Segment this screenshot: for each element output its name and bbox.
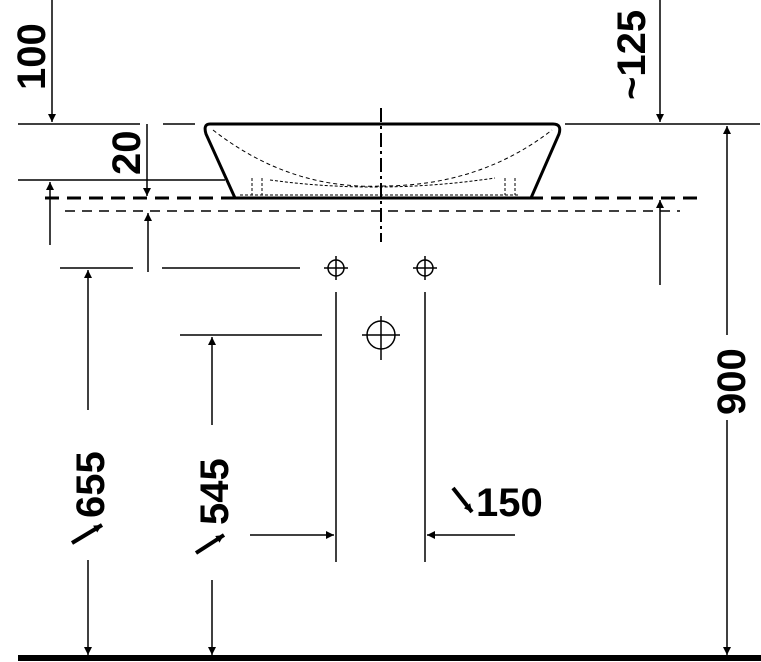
tap-connection-left — [324, 256, 348, 280]
dim-total-height: 900 — [710, 348, 754, 415]
dim-top-offset: 100 — [10, 23, 54, 90]
dim-basin-base: 20 — [105, 131, 149, 176]
dim-waste-height: 545 — [193, 458, 237, 525]
basin-outline — [203, 122, 562, 200]
waste-connection — [362, 316, 400, 360]
tap-connection-right — [413, 256, 437, 280]
dim-overflow: ~125 — [610, 10, 654, 100]
dim-drain-height-left: 655 — [69, 451, 113, 518]
dim-tap-spacing: 150 — [476, 481, 543, 525]
basin-inner-bowl — [212, 129, 553, 187]
